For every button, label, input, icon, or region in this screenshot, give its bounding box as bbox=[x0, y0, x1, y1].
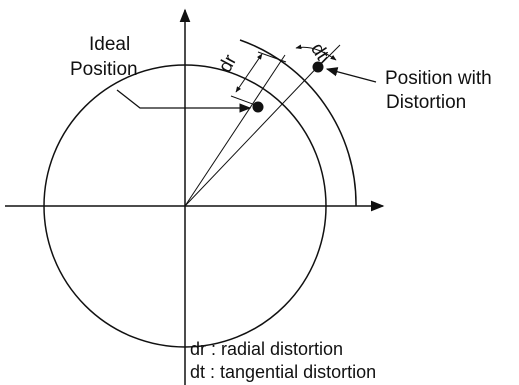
ideal-label-line1: Ideal bbox=[89, 34, 131, 55]
dr-extension-outer bbox=[257, 51, 287, 63]
dt-dimension-arrow bbox=[295, 44, 337, 61]
ideal-circle bbox=[43, 64, 327, 348]
ideal-label-line2: Position bbox=[70, 59, 138, 80]
ideal-point bbox=[252, 101, 264, 113]
distorted-ray bbox=[184, 56, 328, 207]
distorted-label-line2: Distortion bbox=[386, 92, 467, 113]
distortion-arc bbox=[239, 39, 357, 207]
dr-dimension-arrow bbox=[235, 53, 263, 93]
legend-dr: dr : radial distortion bbox=[190, 339, 344, 359]
distorted-label-line1: Position with bbox=[385, 68, 492, 89]
distorted-leader bbox=[325, 67, 377, 83]
distorted-point bbox=[312, 61, 324, 73]
ideal-leader bbox=[116, 89, 252, 113]
legend-dt: dt : tangential distortion bbox=[190, 362, 377, 382]
ideal-ray bbox=[184, 54, 286, 207]
legend: dr : radial distortion dt : tangential d… bbox=[190, 338, 376, 384]
